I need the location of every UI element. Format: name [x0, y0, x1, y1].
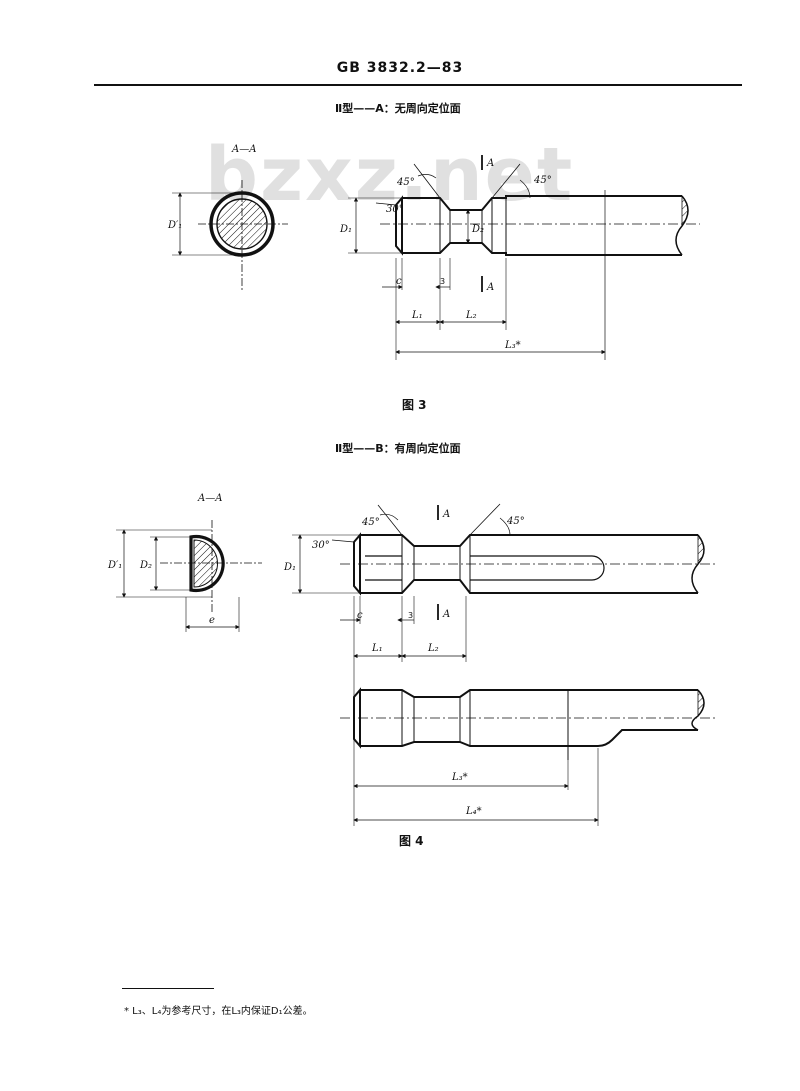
fig3-dim-l3: L₃* — [504, 340, 521, 351]
fig3-dim-l1: L₁ — [411, 310, 423, 321]
fig4-dim-angle-30: 30° — [312, 540, 330, 551]
figure3-caption: Ⅱ型——A：无周向定位面 — [335, 102, 461, 115]
fig3-dim-d1: D₁ — [339, 224, 352, 235]
fig4-dim-d1-prime: D′₁ — [107, 560, 122, 571]
footnote-rule — [122, 988, 214, 989]
fig3-dim-angle-45-right: 45° — [533, 175, 552, 186]
fig4-dim-l4: L₄* — [465, 806, 482, 817]
fig4-pin-view-lower — [340, 687, 716, 826]
fig4-dim-e: e — [209, 615, 215, 626]
fig4-section-view — [116, 520, 262, 632]
fig4-dim-3: 3 — [408, 611, 413, 620]
fig3-dim-d2: D₂ — [471, 224, 484, 235]
fig4-section-mark-top: A — [442, 509, 450, 520]
fig4-pin-view — [292, 503, 716, 790]
fig3-dim-c: c — [396, 276, 402, 287]
fig3-dim-angle-45-left: 45° — [396, 177, 415, 188]
fig4-dim-angle-45-right: 45° — [506, 516, 525, 527]
fig3-section-mark-bottom: A — [486, 282, 494, 293]
fig4-dim-d1: D₁ — [283, 562, 296, 573]
fig3-section-view: A—A D′₁ — [167, 144, 288, 290]
fig3-dim-angle-30: 30° — [386, 204, 404, 215]
page-header: GB 3832.2—83 — [336, 60, 464, 76]
fig4-dim-d2: D₂ — [139, 560, 152, 571]
figure3-label: 图 3 — [402, 398, 427, 412]
fig3-dim-3: 3 — [440, 277, 445, 286]
footnote: * L₃、L₄为参考尺寸，在L₃内保证D₁公差。 — [124, 1006, 313, 1017]
fig4-section-label: A—A — [197, 493, 222, 504]
header-rule — [94, 84, 742, 86]
figure4-label: 图 4 — [399, 834, 424, 848]
fig3-dim-l2: L₂ — [465, 310, 477, 321]
fig3-section-label: A—A — [231, 144, 256, 155]
fig4-dim-l2: L₂ — [427, 643, 439, 654]
fig3-dim-d1-prime: D′₁ — [167, 220, 182, 231]
fig4-dim-l3: L₃* — [451, 772, 468, 783]
fig4-dim-c: c — [357, 610, 363, 621]
figure4-caption: Ⅱ型——B：有周向定位面 — [335, 442, 461, 455]
fig3-pin-view — [348, 155, 700, 360]
fig4-section-mark-bottom: A — [442, 609, 450, 620]
fig4-dim-angle-45-left: 45° — [361, 517, 380, 528]
fig3-section-mark-top: A — [486, 158, 494, 169]
fig4-dim-l1: L₁ — [371, 643, 383, 654]
